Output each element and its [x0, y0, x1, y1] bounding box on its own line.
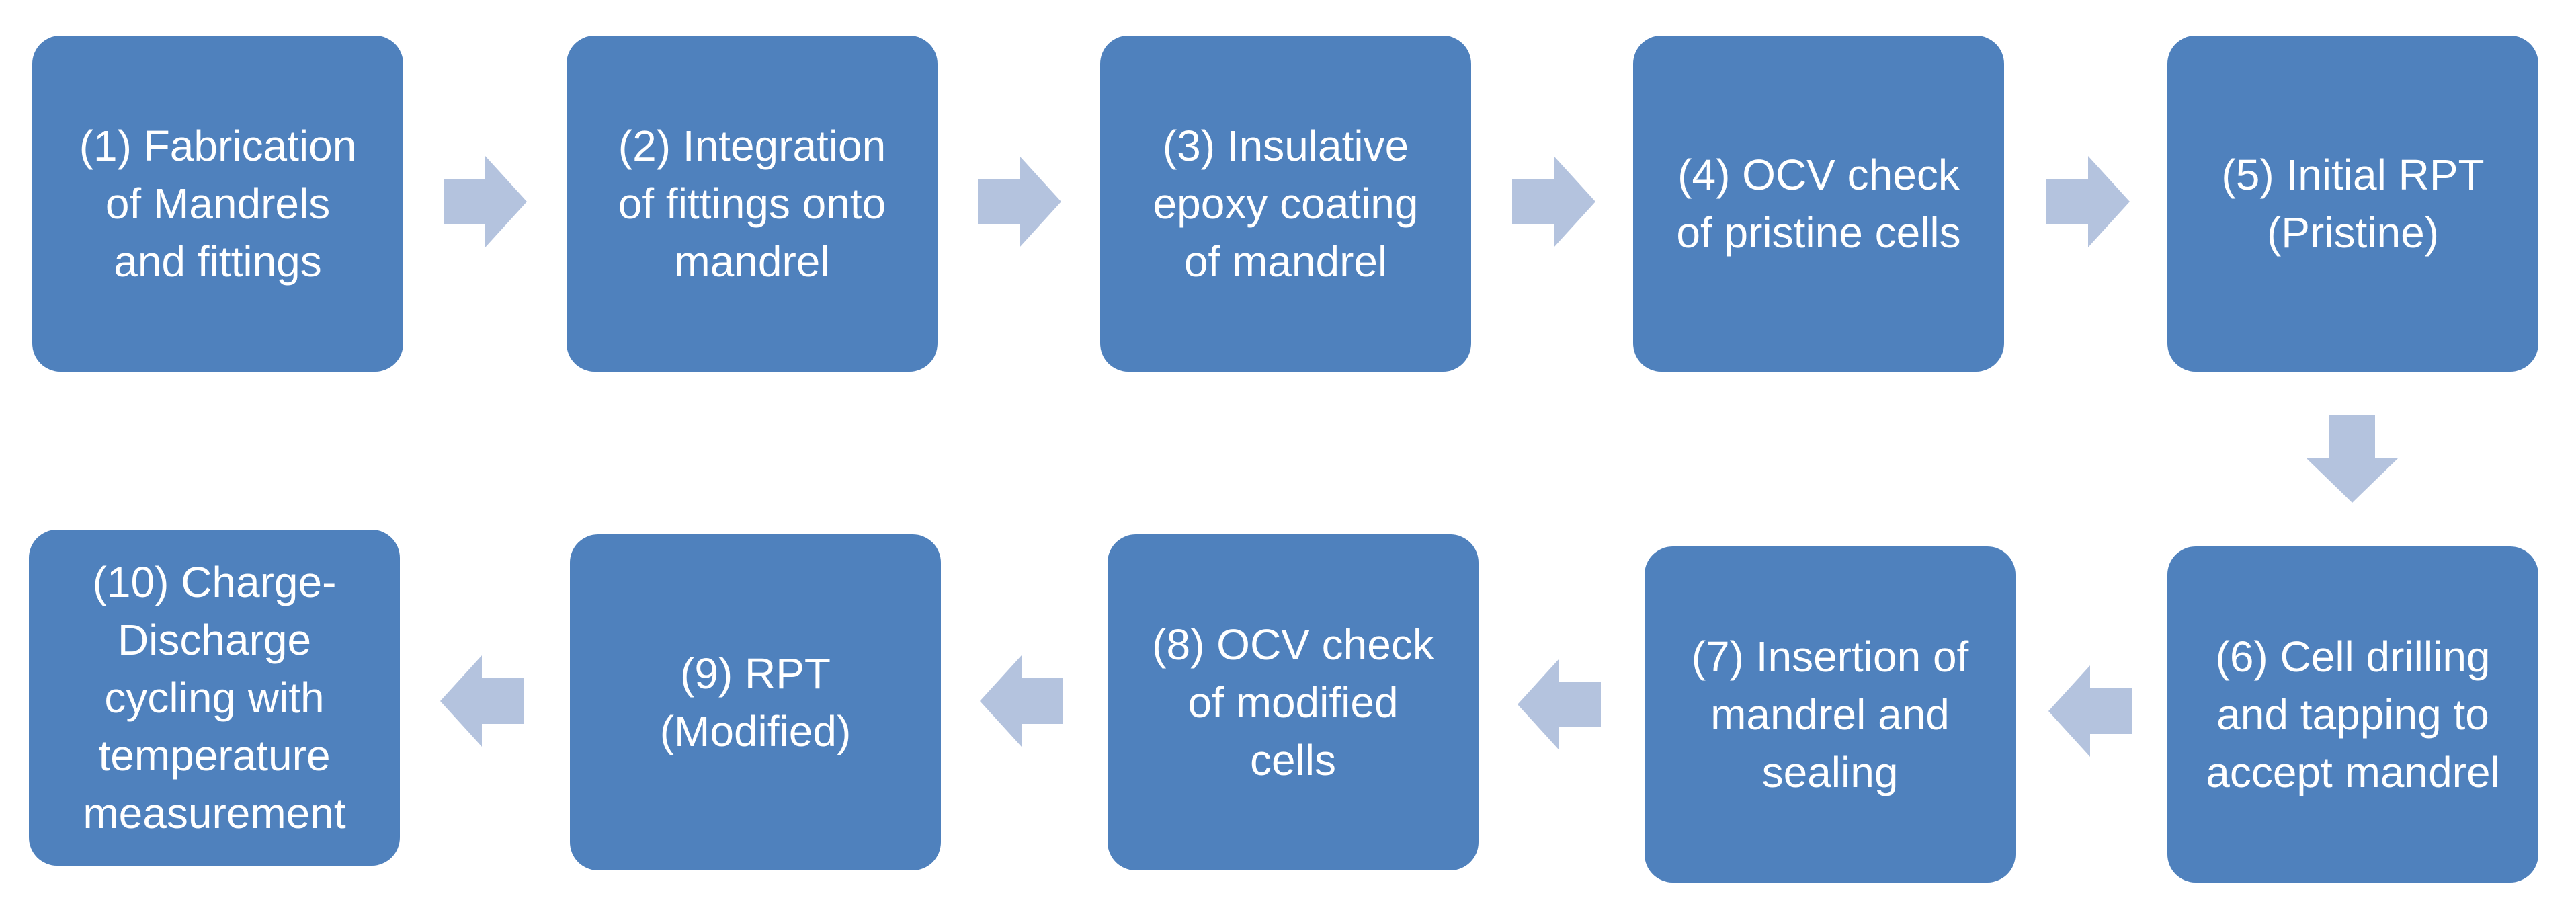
- arrow-left-icon: [440, 655, 524, 747]
- step-7-box: (7) Insertion of mandrel and sealing: [1645, 546, 2016, 883]
- step-4-box: (4) OCV check of pristine cells: [1633, 36, 2004, 372]
- step-10-label: (10) Charge- Discharge cycling with temp…: [83, 558, 346, 837]
- step-10-box: (10) Charge- Discharge cycling with temp…: [29, 530, 400, 866]
- step-4-label: (4) OCV check of pristine cells: [1676, 151, 1961, 257]
- arrow-right-icon: [2046, 156, 2130, 247]
- step-3-label: (3) Insulative epoxy coating of mandrel: [1153, 122, 1419, 286]
- arrow-down-icon: [2307, 415, 2398, 503]
- arrow-left-icon: [2048, 665, 2132, 757]
- arrow-right-icon: [444, 156, 527, 247]
- step-1-box: (1) Fabrication of Mandrels and fittings: [32, 36, 403, 372]
- step-1-label: (1) Fabrication of Mandrels and fittings: [79, 122, 357, 286]
- step-3-box: (3) Insulative epoxy coating of mandrel: [1100, 36, 1471, 372]
- step-7-label: (7) Insertion of mandrel and sealing: [1691, 632, 1969, 796]
- step-2-box: (2) Integration of fittings onto mandrel: [567, 36, 938, 372]
- step-2-label: (2) Integration of fittings onto mandrel: [618, 122, 886, 286]
- step-5-box: (5) Initial RPT (Pristine): [2167, 36, 2538, 372]
- step-9-label: (9) RPT (Modified): [659, 649, 851, 755]
- arrow-left-icon: [1518, 659, 1601, 750]
- step-5-label: (5) Initial RPT (Pristine): [2221, 151, 2485, 257]
- step-9-box: (9) RPT (Modified): [570, 534, 941, 870]
- step-8-label: (8) OCV check of modified cells: [1152, 620, 1434, 784]
- step-6-box: (6) Cell drilling and tapping to accept …: [2167, 546, 2538, 883]
- step-6-label: (6) Cell drilling and tapping to accept …: [2206, 632, 2500, 796]
- step-8-box: (8) OCV check of modified cells: [1108, 534, 1479, 870]
- arrow-right-icon: [978, 156, 1061, 247]
- arrow-right-icon: [1512, 156, 1595, 247]
- arrow-left-icon: [980, 655, 1063, 747]
